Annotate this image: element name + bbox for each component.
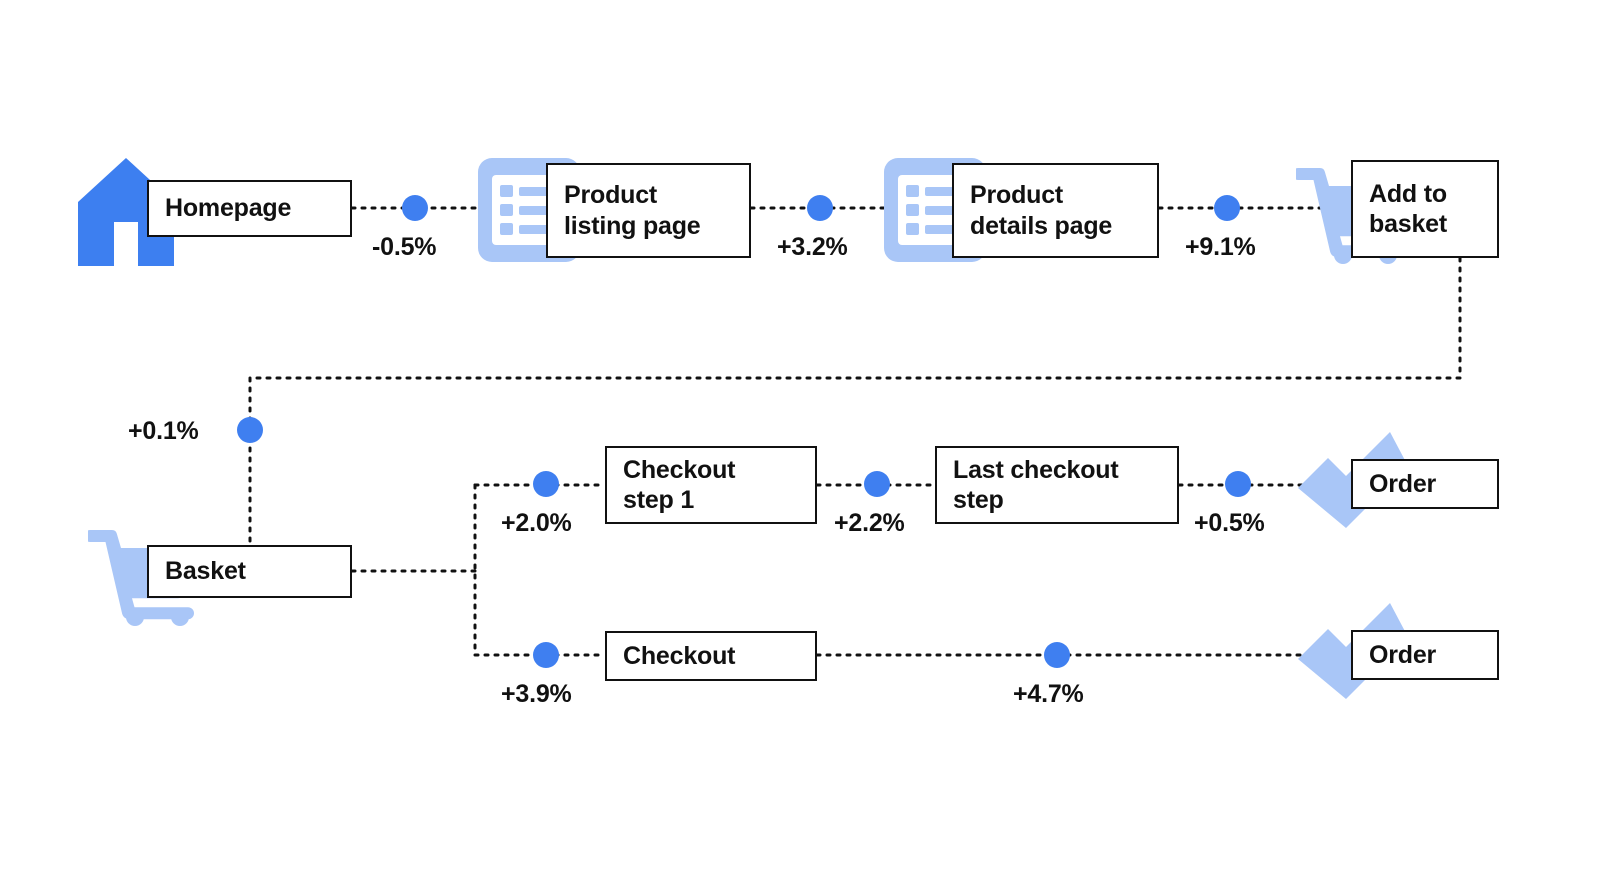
- node-label: Checkout step 1: [623, 455, 736, 515]
- transition-delta-basket-to-checkout: +3.9%: [501, 680, 572, 708]
- node-label: Product details page: [970, 181, 1113, 240]
- transition-dot-step1-to-last-step[interactable]: [864, 471, 890, 497]
- node-label: Checkout: [623, 641, 736, 670]
- node-label: Basket: [165, 557, 246, 586]
- node-product-details[interactable]: Product details page: [952, 163, 1159, 258]
- connector-path: [248, 256, 1462, 547]
- node-checkout-step-1[interactable]: Checkout step 1: [605, 446, 817, 524]
- node-basket[interactable]: Basket: [147, 545, 352, 598]
- node-add-to-basket[interactable]: Add to basket: [1351, 160, 1499, 258]
- node-label: Last checkout step: [953, 455, 1119, 515]
- transition-dot-add-basket-to-basket[interactable]: [237, 417, 263, 443]
- transition-delta-checkout-to-order: +4.7%: [1013, 680, 1084, 708]
- transition-delta-last-step-to-order: +0.5%: [1194, 509, 1265, 537]
- node-order-top[interactable]: Order: [1351, 459, 1499, 509]
- transition-delta-step1-to-last-step: +2.2%: [834, 509, 905, 537]
- transition-dot-last-step-to-order[interactable]: [1225, 471, 1251, 497]
- transition-dot-details-to-add-basket[interactable]: [1214, 195, 1240, 221]
- transition-delta-listing-to-details: +3.2%: [777, 233, 848, 261]
- node-label: Product listing page: [564, 181, 701, 240]
- transition-dot-basket-to-checkout[interactable]: [533, 642, 559, 668]
- node-last-checkout-step[interactable]: Last checkout step: [935, 446, 1179, 524]
- transition-delta-details-to-add-basket: +9.1%: [1185, 233, 1256, 261]
- transition-dot-checkout-to-order[interactable]: [1044, 642, 1070, 668]
- node-product-listing[interactable]: Product listing page: [546, 163, 751, 258]
- transition-dot-listing-to-details[interactable]: [807, 195, 833, 221]
- node-label: Add to basket: [1369, 179, 1448, 239]
- transition-dot-basket-to-step1[interactable]: [533, 471, 559, 497]
- transition-delta-add-basket-to-basket: +0.1%: [128, 417, 199, 445]
- node-checkout[interactable]: Checkout: [605, 631, 817, 681]
- transition-dot-home-to-listing[interactable]: [402, 195, 428, 221]
- transition-delta-basket-to-step1: +2.0%: [501, 509, 572, 537]
- node-label: Order: [1369, 469, 1437, 498]
- node-order-bottom[interactable]: Order: [1351, 630, 1499, 680]
- node-label: Order: [1369, 640, 1437, 669]
- node-homepage[interactable]: Homepage: [147, 180, 352, 237]
- node-label: Homepage: [165, 194, 292, 223]
- transition-delta-home-to-listing: -0.5%: [372, 233, 437, 261]
